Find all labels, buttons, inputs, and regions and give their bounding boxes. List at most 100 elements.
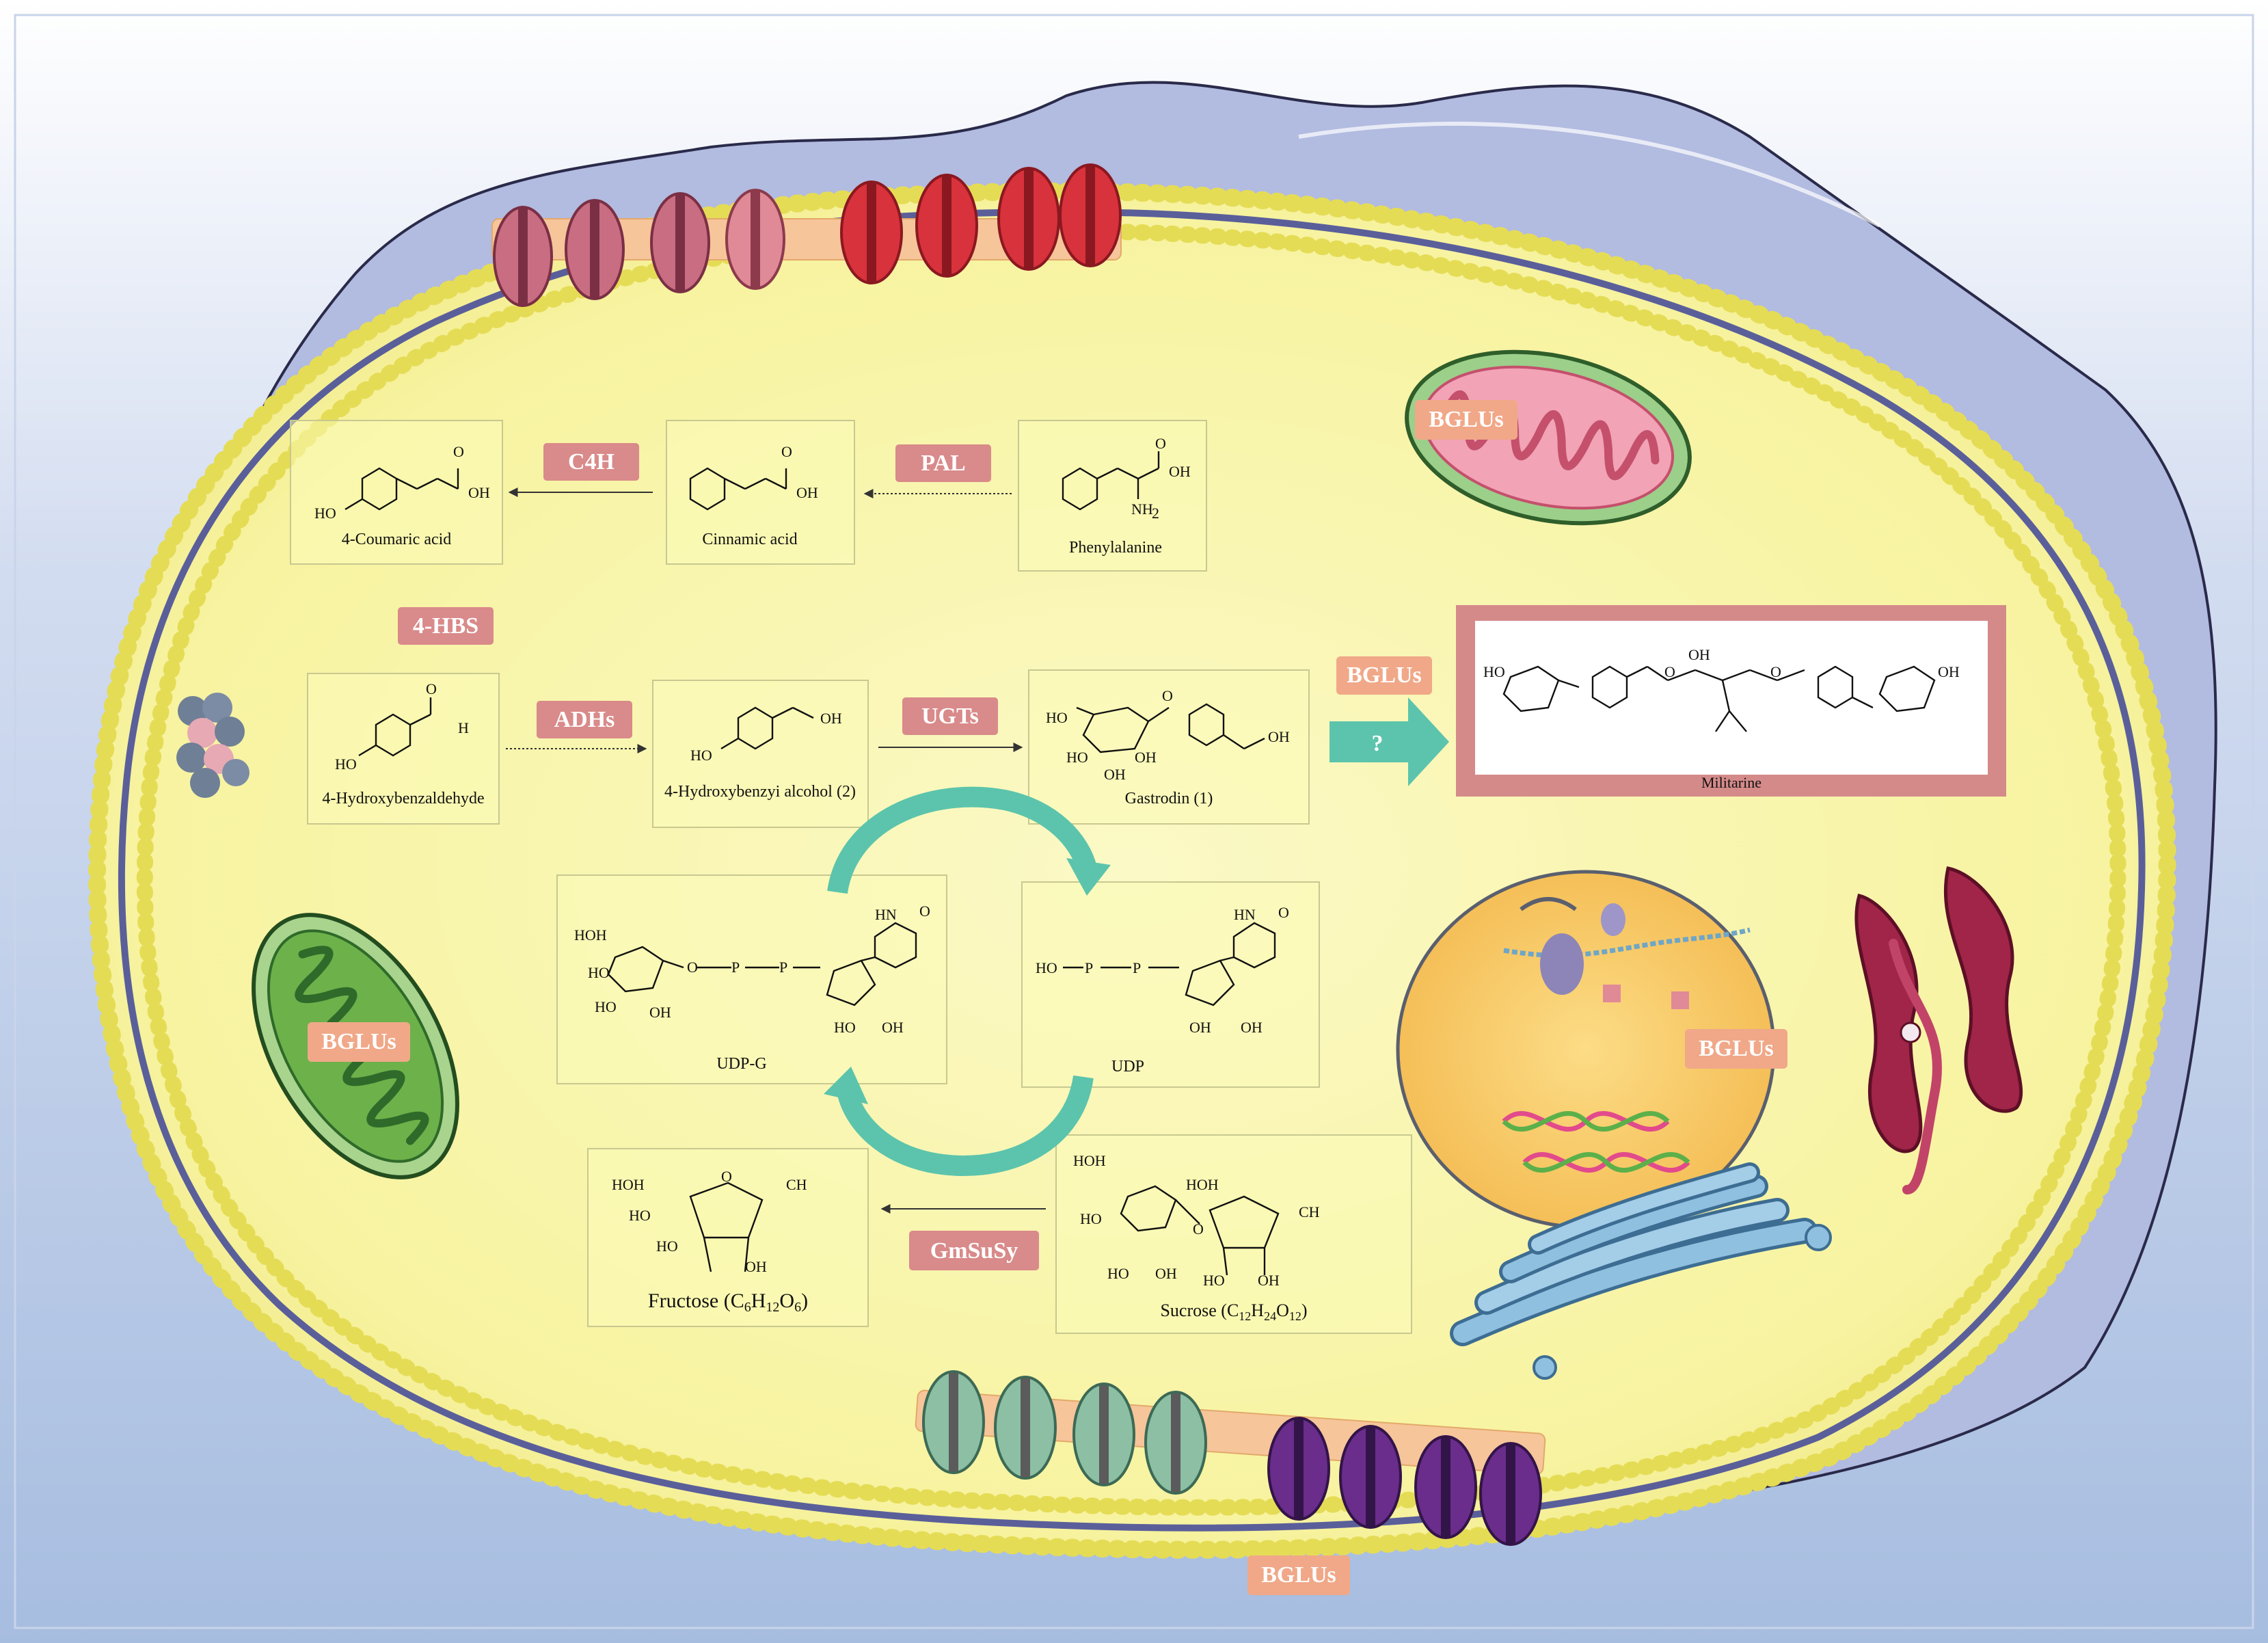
coumaric-acid-box: HO O OH 4-Coumaric acid	[290, 420, 503, 565]
svg-text:HO: HO	[1203, 1272, 1225, 1289]
svg-text:HO: HO	[1036, 959, 1057, 976]
hydroxybenzaldehyde-label: 4-Hydroxybenzaldehyde	[322, 790, 484, 807]
enzyme-pal: PAL	[895, 444, 991, 482]
svg-text:HN: HN	[875, 906, 897, 923]
hydroxybenzaldehyde-structure: O H HO	[335, 680, 469, 773]
hydroxybenzyl-alcohol-box: HO OH 4-Hydroxybenzyi alcohol (2)	[652, 680, 869, 828]
coumaric-acid-label: 4-Coumaric acid	[342, 531, 452, 548]
svg-text:HOH: HOH	[1186, 1176, 1219, 1193]
svg-text:O: O	[1193, 1220, 1204, 1238]
svg-text:P: P	[779, 959, 787, 976]
svg-text:OH: OH	[882, 1019, 904, 1036]
svg-text:CH: CH	[786, 1176, 807, 1193]
svg-text:OH: OH	[745, 1258, 767, 1275]
svg-text:O: O	[1162, 687, 1173, 704]
phenylalanine-label: Phenylalanine	[1069, 539, 1162, 557]
membrane-channel-icon	[1144, 1391, 1207, 1495]
svg-text:O: O	[1278, 904, 1289, 921]
enzyme-ugts: UGTs	[902, 697, 998, 735]
svg-text:BGLUs: BGLUs	[321, 1029, 396, 1054]
enzyme-c4h: C4H	[543, 443, 639, 481]
svg-text:4-HBS: 4-HBS	[413, 613, 478, 639]
udp-box: HO P P OH OH HN O UDP	[1021, 881, 1320, 1088]
svg-text:O: O	[1155, 435, 1166, 452]
svg-text:P: P	[1085, 959, 1093, 976]
svg-text:HO: HO	[588, 964, 610, 981]
svg-text:HO: HO	[1066, 749, 1088, 766]
sucrose-structure: HOH HOH CH HO HO OH HO OH O	[1073, 1152, 1320, 1289]
svg-text:HO: HO	[1107, 1265, 1129, 1282]
svg-text:HO: HO	[834, 1019, 856, 1036]
sucrose-label: Sucrose (C12H24O12)	[1160, 1300, 1307, 1323]
svg-text:HN: HN	[1234, 906, 1256, 923]
svg-text:O: O	[781, 443, 792, 460]
membrane-outer	[88, 182, 2176, 1559]
svg-text:OH: OH	[1268, 728, 1290, 745]
udp-label: UDP	[1111, 1058, 1144, 1076]
membrane-channel-icon	[725, 189, 785, 290]
svg-text:P: P	[1133, 959, 1141, 976]
svg-text:CH: CH	[1299, 1203, 1320, 1220]
militarine-label: Militarine	[1701, 774, 1761, 791]
hydroxybenzaldehyde-box: O H HO 4-Hydroxybenzaldehyde	[307, 673, 500, 825]
militarine-box: OH O O HO OH Militarine	[1456, 605, 2006, 797]
svg-text:UGTs: UGTs	[921, 704, 979, 729]
svg-text:OH: OH	[468, 484, 490, 501]
membrane-core	[118, 208, 2146, 1532]
svg-text:O: O	[426, 680, 437, 697]
svg-text:HOH: HOH	[574, 926, 607, 944]
endoplasmic-reticulum-icon	[1854, 866, 2023, 1194]
gastrodin-box: HO O HO OH OH OH Gastrodin (1)	[1028, 669, 1310, 825]
arrow-gastrodin-to-militarine: ?	[1329, 697, 1449, 786]
membrane-channel-icon	[994, 1376, 1057, 1480]
svg-text:HO: HO	[1080, 1210, 1102, 1227]
cinnamic-acid-box: O OH Cinnamic acid	[666, 420, 855, 565]
svg-text:OH: OH	[649, 1004, 671, 1021]
svg-text:BGLUs: BGLUs	[1347, 663, 1422, 688]
udpg-label: UDP-G	[716, 1055, 766, 1073]
svg-text:OH: OH	[1135, 749, 1157, 766]
svg-text:HO: HO	[595, 998, 617, 1015]
svg-text:O: O	[453, 443, 464, 460]
svg-text:2: 2	[1152, 505, 1159, 522]
militarine-structure: OH O O HO OH	[1483, 646, 1960, 732]
svg-text:HO: HO	[1483, 663, 1505, 680]
cinnamic-acid-label: Cinnamic acid	[702, 531, 797, 548]
svg-text:ADHs: ADHs	[554, 707, 615, 732]
svg-text:O: O	[721, 1168, 732, 1185]
enzyme-adhs: ADHs	[537, 701, 632, 738]
hydroxybenzyl-alcohol-structure: HO OH	[690, 706, 842, 764]
ribosome-icon	[176, 693, 249, 798]
cinnamic-acid-structure: O OH	[689, 443, 818, 511]
phenylalanine-box: O OH NH 2 Phenylalanine	[1018, 420, 1207, 572]
svg-text:OH: OH	[1104, 766, 1126, 783]
membrane-channel-icon	[1267, 1417, 1330, 1521]
membrane-channel-icon	[1072, 1382, 1135, 1486]
udpg-box: HOH HO HO OH O P P HO OH HN O UDP-G	[556, 874, 947, 1084]
bglus-label-nucleus: BGLUs	[1685, 1029, 1787, 1069]
svg-text:OH: OH	[1258, 1272, 1280, 1289]
coumaric-acid-structure: HO O OH	[314, 443, 490, 522]
gastrodin-label: Gastrodin (1)	[1125, 790, 1213, 807]
svg-text:BGLUs: BGLUs	[1699, 1036, 1774, 1061]
membrane-channel-icon	[840, 181, 903, 284]
svg-text:HO: HO	[656, 1238, 678, 1255]
svg-text:P: P	[731, 959, 740, 976]
bottom-channel-strip	[915, 1370, 1546, 1546]
membrane-channel-icon	[922, 1370, 985, 1474]
svg-text:C4H: C4H	[568, 449, 615, 475]
sucrose-box: HOH HOH CH HO HO OH HO OH O Sucrose (C12…	[1055, 1134, 1412, 1334]
membrane-channel-icon	[997, 167, 1060, 271]
phenylalanine-structure: O OH NH 2	[1062, 435, 1191, 522]
bglus-label-main: BGLUs	[1336, 656, 1432, 695]
membrane-channel-icon	[1479, 1442, 1542, 1546]
golgi-icon	[1450, 1162, 1832, 1380]
mitochondrion-icon	[1405, 349, 1692, 526]
udp-cycle	[824, 786, 1111, 1176]
svg-text:HO: HO	[1046, 709, 1068, 726]
enzyme-4hbs: 4-HBS	[398, 607, 494, 645]
udpg-structure: HOH HO HO OH O P P HO OH HN O	[574, 903, 930, 1036]
top-channel-strip	[491, 163, 1122, 307]
svg-text:OH: OH	[1241, 1019, 1263, 1036]
